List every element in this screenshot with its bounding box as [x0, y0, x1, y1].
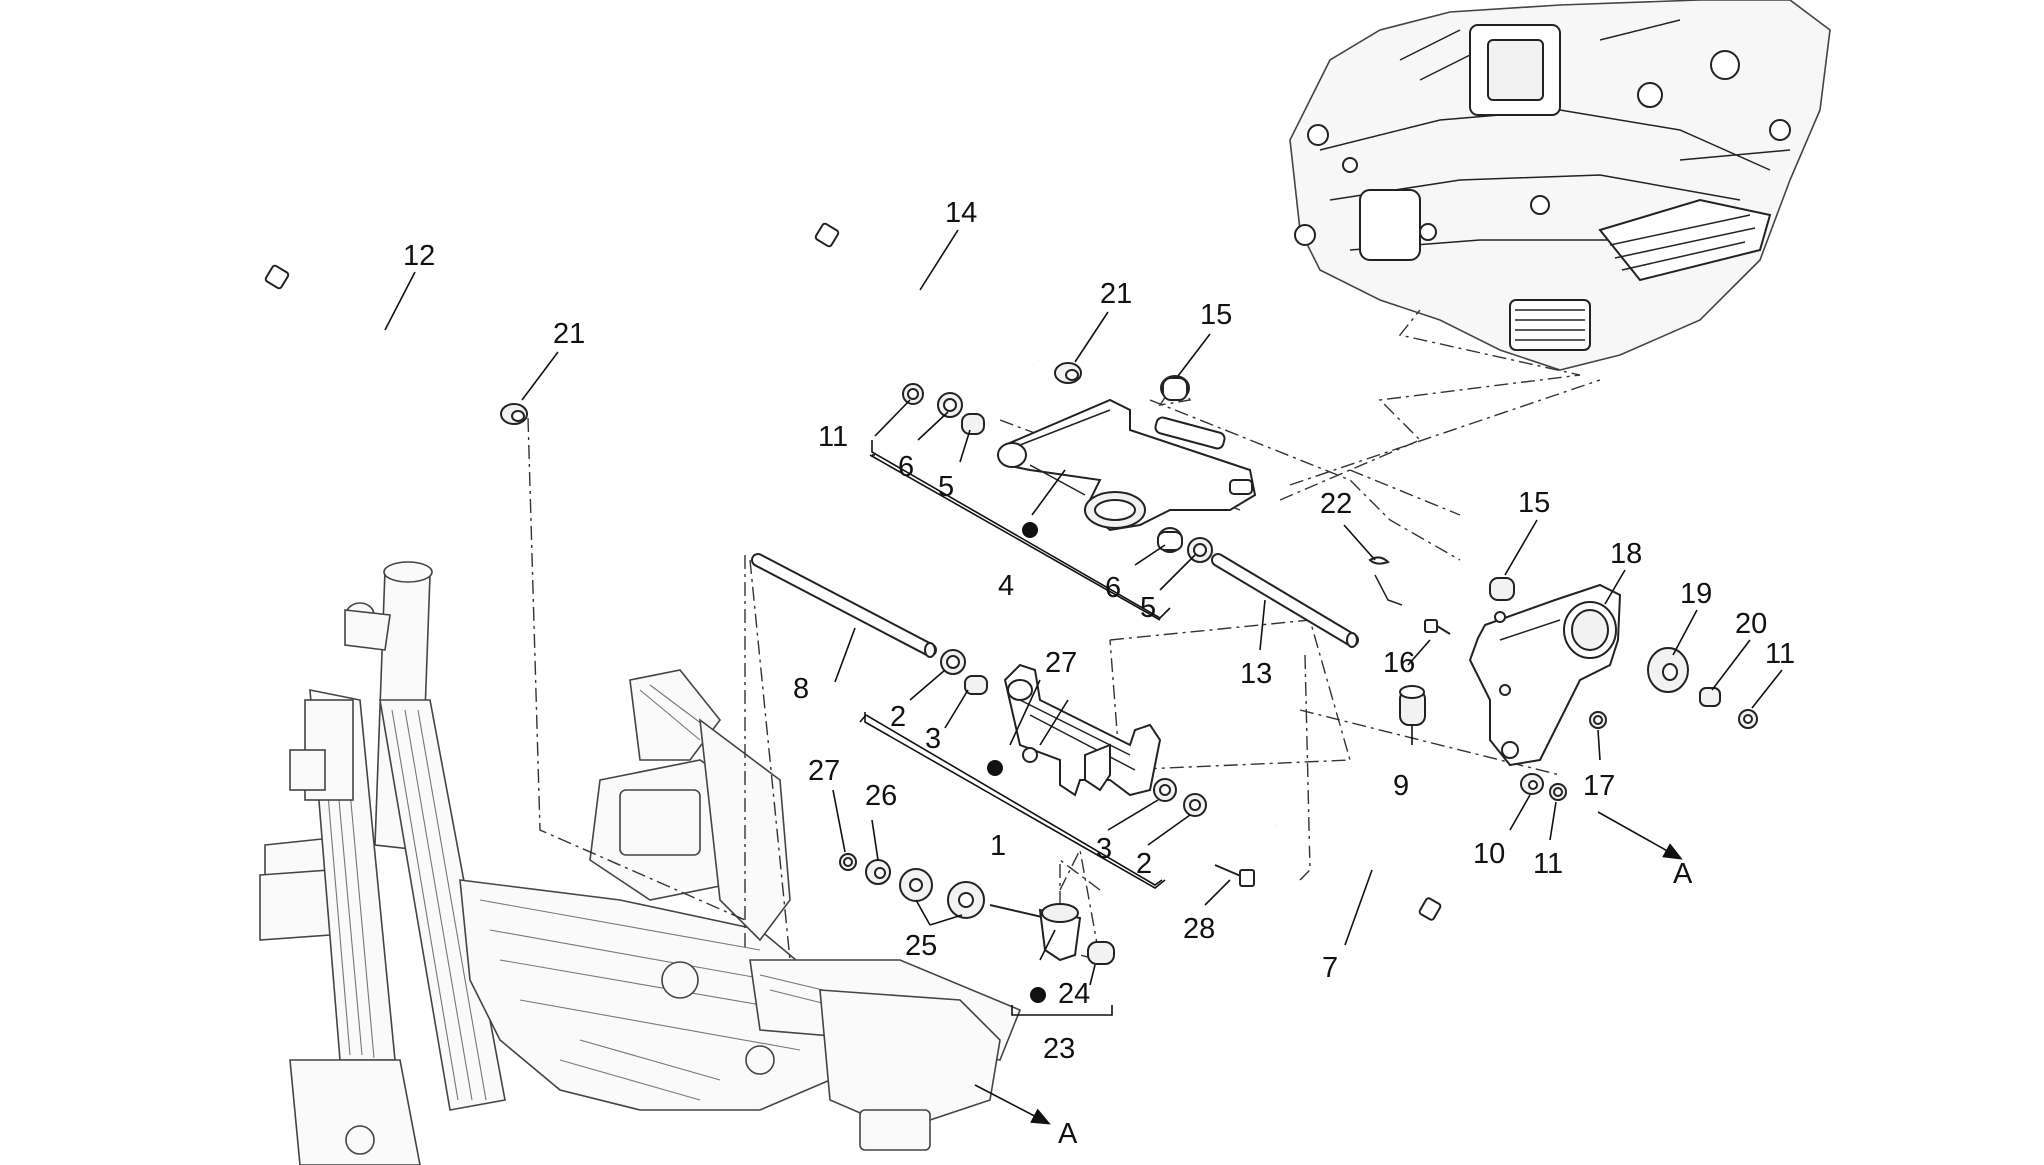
- callout-11: 11: [1533, 848, 1563, 880]
- callout-20: 20: [1735, 608, 1767, 640]
- callout-3: 3: [1096, 833, 1112, 865]
- callout-10: 10: [1473, 838, 1505, 870]
- callout-25: 25: [905, 930, 937, 962]
- callout-2: 2: [890, 701, 906, 733]
- callout-21: 21: [1100, 278, 1132, 310]
- callout-27: 27: [1045, 647, 1077, 679]
- callout-16: 16: [1383, 647, 1415, 679]
- part-7-long-bolt: [1274, 823, 1442, 921]
- callout-3: 3: [925, 723, 941, 755]
- callout-12: 12: [403, 240, 435, 272]
- callout-14: 14: [945, 197, 977, 229]
- callout-19: 19: [1680, 578, 1712, 610]
- callout-5: 5: [1140, 592, 1156, 624]
- arrow-label-a: A: [1058, 1118, 1078, 1150]
- dot-marker-4: [1022, 522, 1038, 538]
- part-28-bolt: [1214, 864, 1255, 887]
- leader-lines: [384, 229, 1783, 1125]
- dot-marker-23: [1030, 987, 1046, 1003]
- callout-27: 27: [808, 755, 840, 787]
- callout-6: 6: [1105, 572, 1121, 604]
- callout-17: 17: [1583, 770, 1615, 802]
- parts: [264, 222, 1758, 965]
- callout-7: 7: [1322, 952, 1338, 984]
- callout-15: 15: [1518, 487, 1550, 519]
- assembly-guide-lines: [527, 309, 1601, 961]
- callout-labels: 12 21 14 21 15 11 6 5 4 6 5 13 22 15 18 …: [403, 197, 1795, 1150]
- callout-21: 21: [553, 318, 585, 350]
- dot-marker-1: [987, 760, 1003, 776]
- callout-4: 4: [998, 570, 1014, 602]
- callout-9: 9: [1393, 770, 1409, 802]
- callout-11: 11: [1765, 638, 1795, 670]
- callout-15: 15: [1200, 299, 1232, 331]
- callout-8: 8: [793, 673, 809, 705]
- callout-13: 13: [1240, 658, 1272, 690]
- part-1-lower-link: [1003, 663, 1162, 797]
- callout-26: 26: [865, 780, 897, 812]
- part-12-long-bolt: [264, 264, 491, 407]
- part-8-tube: [751, 553, 937, 658]
- callout-18: 18: [1610, 538, 1642, 570]
- filled-dot-markers: [987, 522, 1046, 1003]
- callout-24: 24: [1058, 978, 1090, 1010]
- part-14-long-bolt: [814, 222, 1041, 362]
- callout-1: 1: [990, 830, 1006, 862]
- part-22-spring: [1368, 556, 1403, 606]
- callout-11: 11: [818, 421, 848, 453]
- callout-22: 22: [1320, 488, 1352, 520]
- callout-28: 28: [1183, 913, 1215, 945]
- frame-illustration: [259, 561, 1022, 1165]
- part-4-swing-link: [997, 398, 1257, 532]
- part-23-stud: [989, 903, 1082, 962]
- part-18-bracket: [1468, 583, 1622, 767]
- part-15-bushing-top: [1160, 375, 1190, 401]
- callout-2: 2: [1136, 848, 1152, 880]
- callout-5: 5: [938, 471, 954, 503]
- callout-23: 23: [1043, 1033, 1075, 1065]
- part-21-spacer-left: [500, 403, 528, 425]
- engine-illustration: [1289, 0, 1831, 371]
- part-13-tube: [1211, 553, 1359, 648]
- callout-6: 6: [898, 451, 914, 483]
- arrow-label-a: A: [1673, 858, 1693, 890]
- part-21-spacer-right: [1054, 362, 1082, 384]
